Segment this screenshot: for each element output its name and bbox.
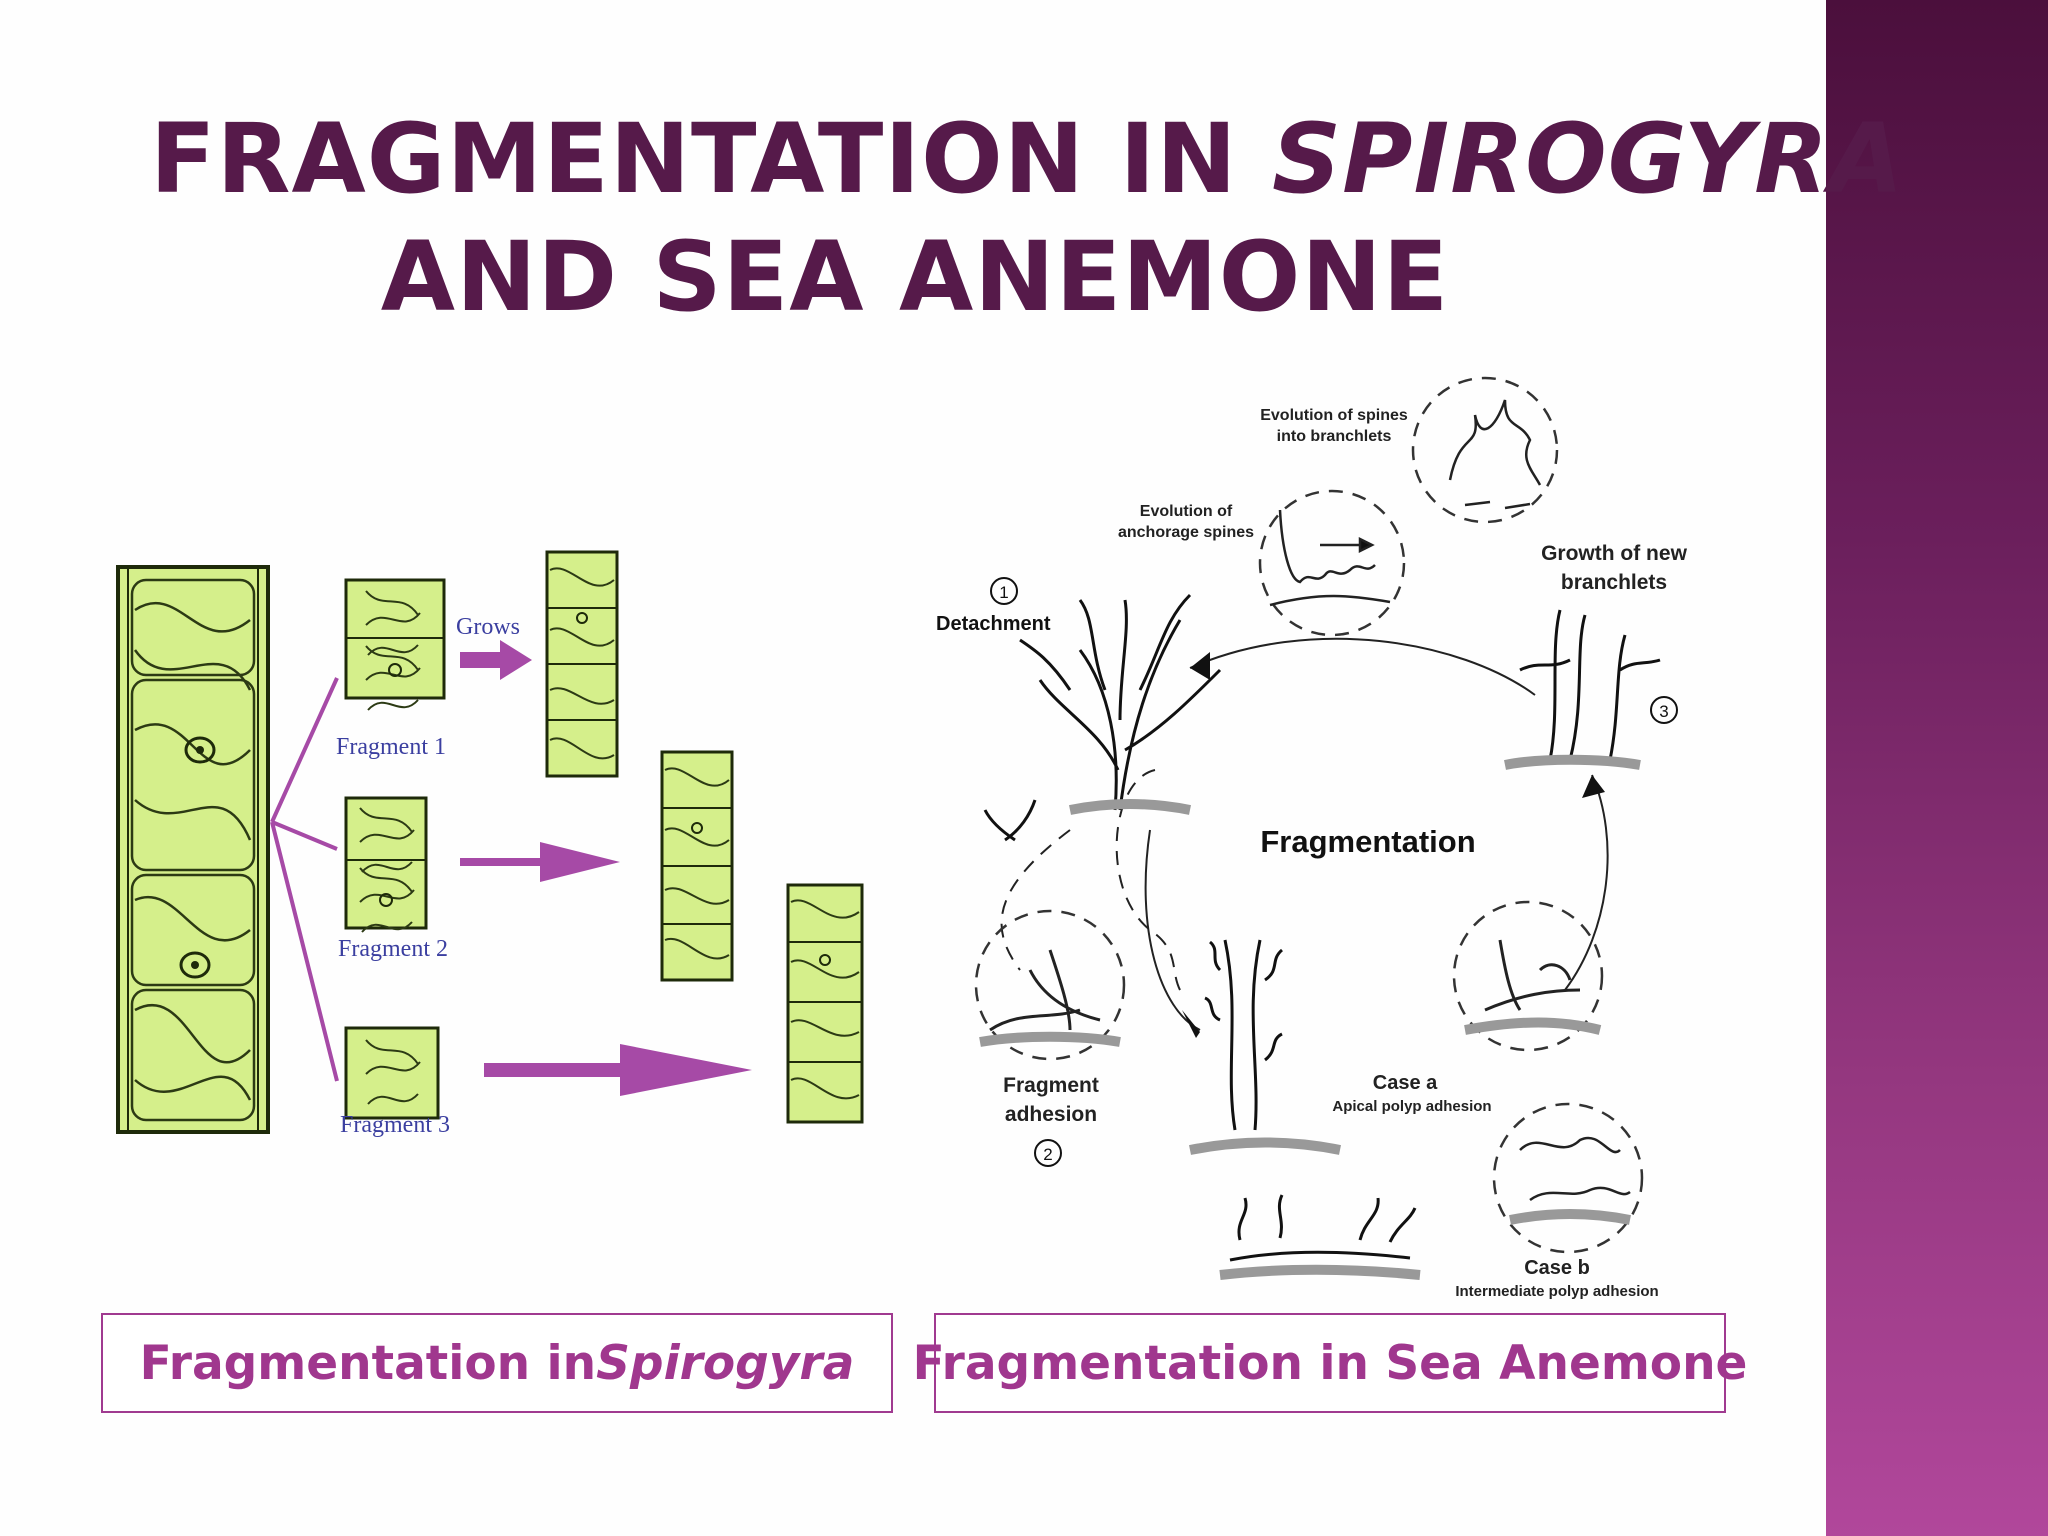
arrow-head-to-adhesion [1182, 1010, 1200, 1038]
grows-label: Grows [456, 614, 520, 640]
fragment-1-label: Fragment 1 [336, 734, 446, 760]
detail-circles [974, 376, 1644, 1254]
evolution-spines-label-1: Evolution of spines [1260, 407, 1408, 424]
sketch-fragment-adhesion [979, 949, 1121, 1047]
sketch-spines-branchlets [1448, 399, 1542, 510]
polyp-adhesion-sketch [1189, 939, 1341, 1155]
fragment-3-arrow [484, 1044, 752, 1096]
caption-spirogyra: Fragmentation in Spirogyra [101, 1313, 893, 1413]
arrow-head-to-detachment [1190, 652, 1210, 680]
fragment-branch-lines [270, 677, 339, 1082]
fragment-adhesion-label-1: Fragment [1003, 1074, 1099, 1097]
sketch-anchorage-spines [1269, 509, 1391, 607]
caption-spirogyra-text: Fragmentation in [139, 1335, 597, 1391]
fragment-adhesion-label-2: adhesion [1005, 1103, 1097, 1126]
case-b-fragment-sketch [1219, 1194, 1421, 1280]
fragment-3-label: Fragment 3 [340, 1112, 450, 1138]
fragment-2-cells [344, 796, 428, 933]
center-fragmentation-label: Fragmentation [1260, 824, 1475, 859]
grown-fragment-3 [786, 883, 864, 1124]
step-3-marker [1650, 696, 1678, 724]
title-line-2: AND SEA ANEMONE [380, 221, 1450, 333]
grown-fragment-1 [545, 550, 619, 778]
caption-spirogyra-italic: Spirogyra [596, 1335, 855, 1391]
growth-label-1: Growth of new [1541, 542, 1687, 565]
slide-title: FRAGMENTATION IN SPIROGYRA AND SEA ANEMO… [150, 100, 1903, 336]
sketch-intermediate-adhesion [1509, 1136, 1631, 1225]
caption-sea-anemone: Fragmentation in Sea Anemone [913, 1313, 1747, 1413]
title-line-1: FRAGMENTATION IN SPIROGYRA [150, 100, 1903, 218]
spirogyra-diagram: Fragment 1 Grows Fragment 2 [116, 550, 864, 1138]
case-a-sub-label: Apical polyp adhesion [1332, 1098, 1491, 1115]
caption-sea-anemone-text: Fragmentation in Sea Anemone [912, 1335, 1748, 1391]
title-text: FRAGMENTATION IN [150, 103, 1272, 215]
case-b-label: Case b [1524, 1257, 1590, 1279]
grown-fragment-2 [660, 750, 734, 982]
grows-arrow [460, 640, 532, 680]
detachment-label: Detachment [936, 613, 1051, 635]
fragment-2-label: Fragment 2 [338, 936, 448, 962]
case-a-label: Case a [1373, 1072, 1438, 1094]
step-2-marker [1034, 1139, 1062, 1167]
step-1-marker [990, 577, 1018, 605]
growth-label-2: branchlets [1561, 571, 1667, 594]
title-italic-text: SPIROGYRA [1271, 103, 1905, 215]
detached-anemone-sketch [983, 593, 1222, 842]
fragment-3-cells [344, 1026, 440, 1120]
cycle-arrows [1000, 637, 1609, 1031]
step-1-number: 1 [999, 583, 1008, 602]
fragment-2-arrow [460, 842, 620, 882]
step-2-number: 2 [1043, 1145, 1052, 1164]
evolution-anchorage-label-1: Evolution of [1140, 503, 1233, 520]
side-color-band [1826, 0, 2048, 1536]
sea-anemone-diagram: Fragmentation 1 Detachment Evolution of … [936, 376, 1688, 1300]
sketch-apical-adhesion [1464, 939, 1602, 1035]
evolution-anchorage-label-2: anchorage spines [1118, 524, 1254, 541]
main-filament [116, 565, 270, 1134]
step-3-number: 3 [1659, 702, 1668, 721]
arrow-head-to-growth [1582, 775, 1605, 798]
fragment-1-cells [344, 578, 446, 711]
case-b-sub-label: Intermediate polyp adhesion [1455, 1283, 1658, 1300]
evolution-spines-label-2: into branchlets [1277, 428, 1392, 445]
new-branchlets-sketch [1504, 609, 1661, 770]
